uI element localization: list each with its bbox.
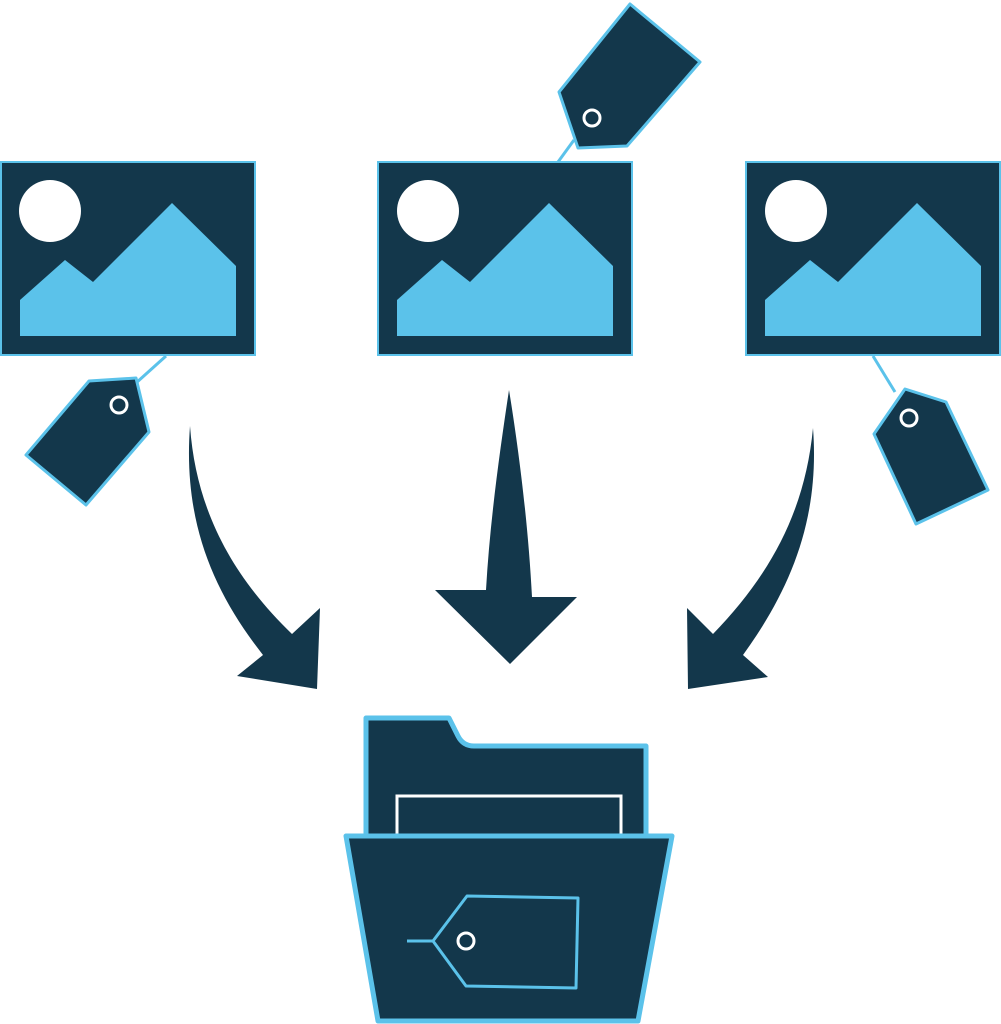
tag-string-center <box>556 139 576 163</box>
mountain-icon-center <box>397 203 613 336</box>
folder-tag-shape <box>431 894 580 990</box>
curved-arrow-left <box>188 426 320 689</box>
folder-document <box>395 794 623 842</box>
image-card-left <box>0 161 256 356</box>
tag-hole-left <box>109 395 129 415</box>
folder-icon <box>343 715 675 1024</box>
image-card-right <box>745 161 1001 356</box>
tag-shape-center <box>557 2 702 150</box>
tag-hole-right <box>899 408 919 428</box>
tag-string-right <box>871 355 897 393</box>
tag-icon-right <box>871 355 990 526</box>
sun-icon-right <box>765 180 827 242</box>
tag-string-left <box>134 354 168 385</box>
curved-arrow-right <box>687 428 815 689</box>
tag-shape-right <box>872 387 990 526</box>
tag-shape-left <box>24 376 151 507</box>
folder-tag-icon <box>407 894 580 990</box>
mountain-icon-right <box>765 203 981 336</box>
tag-icon-left <box>24 354 168 507</box>
straight-arrow-center <box>435 390 577 664</box>
folder-front <box>343 833 675 1024</box>
mountain-icon-left <box>20 203 236 336</box>
folder-tag-hole <box>456 931 476 951</box>
tag-icon-center <box>556 2 702 163</box>
image-card-center <box>377 161 633 356</box>
tag-hole-center <box>582 108 602 128</box>
sun-icon-center <box>397 180 459 242</box>
sun-icon-left <box>19 180 81 242</box>
